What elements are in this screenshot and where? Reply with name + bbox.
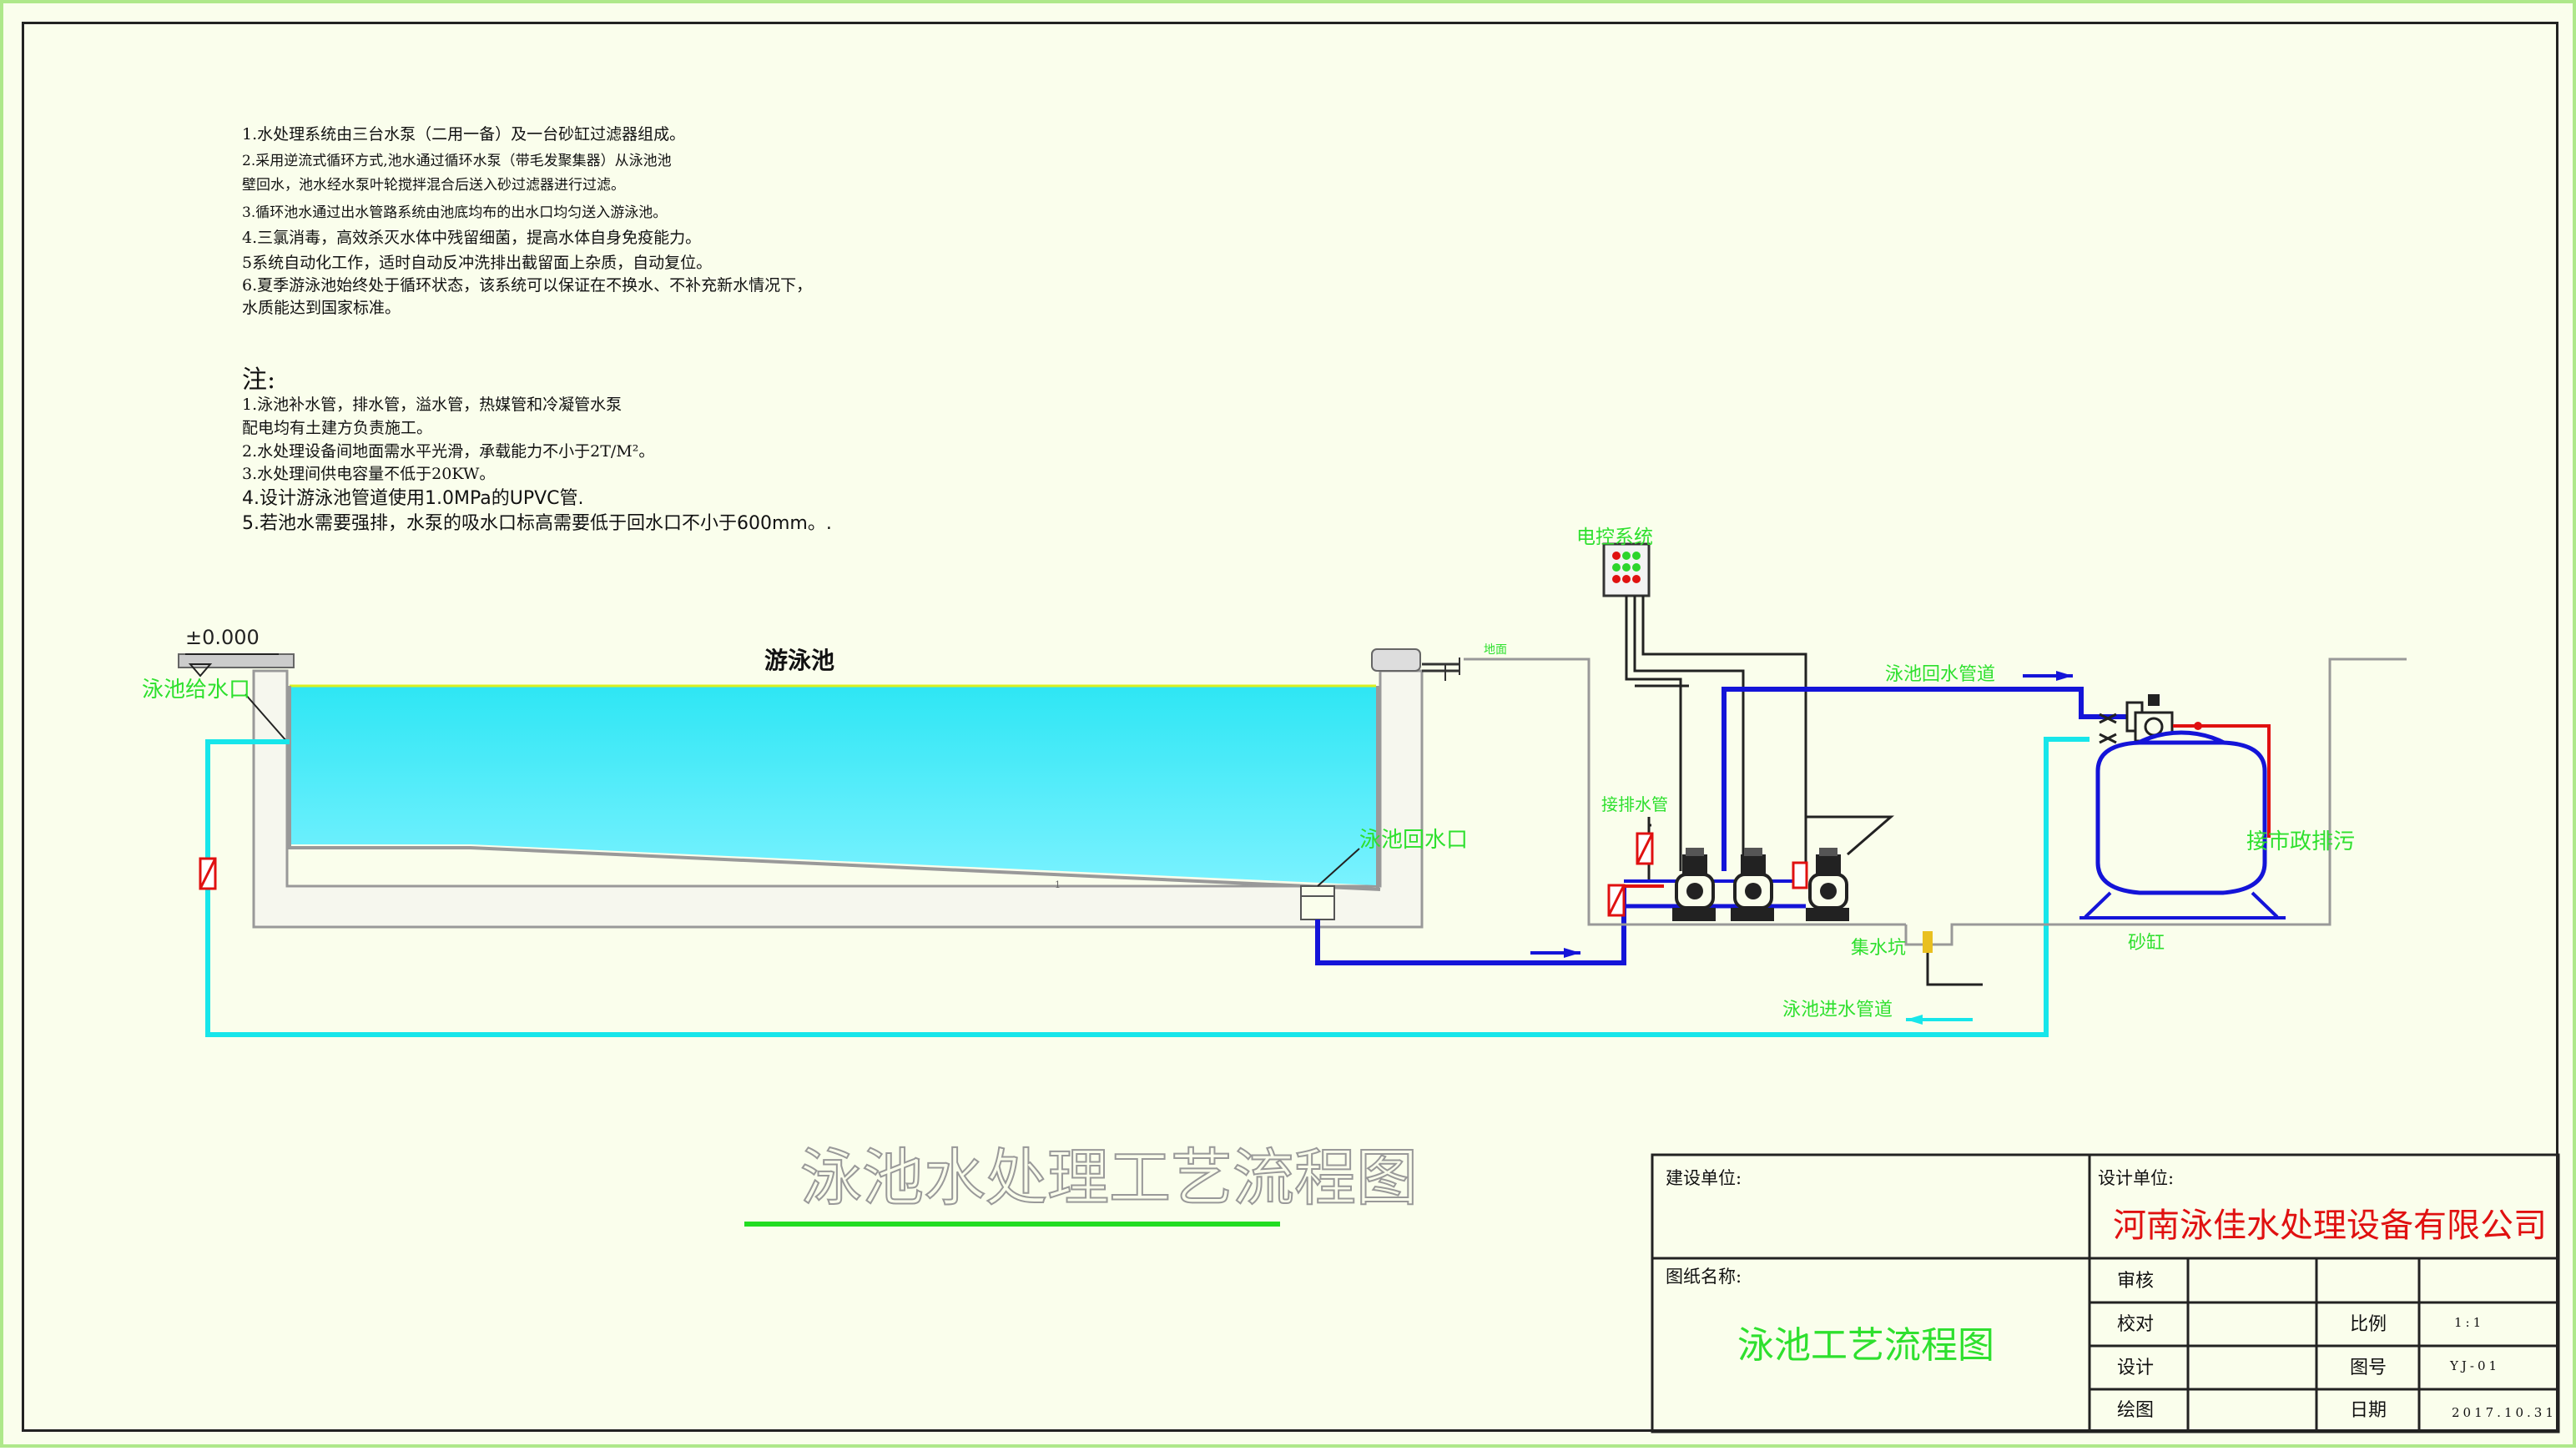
- inlet-label: 泳池给水口: [142, 678, 251, 703]
- description-line-4: 3.循环池水通过出水管路系统由池底均布的出水口均匀送入游泳池。: [242, 204, 668, 221]
- control-cables: [1625, 596, 1807, 871]
- elevation-label: ±0.000: [185, 626, 260, 649]
- date-label: 日期: [2350, 1400, 2387, 1421]
- scale-value: 1:1: [2454, 1315, 2485, 1330]
- design-label: 设计: [2117, 1358, 2155, 1378]
- sewer-pipe: [2173, 724, 2271, 838]
- sump-icon: [1923, 931, 1933, 953]
- description-line-6: 5系统自动化工作，适时自动反冲洗排出截留面上杂质，自动复位。: [242, 254, 713, 272]
- remark-line-5: 4.设计游泳池管道使用1.0MPa的UPVC管.: [242, 488, 584, 509]
- scale-label: 比例: [2350, 1314, 2387, 1335]
- control-box: [1602, 542, 1651, 597]
- supply-pipe-label: 泳池进水管道: [1782, 1000, 1893, 1020]
- remark-line-4: 3.水处理间供电容量不低于20KW。: [242, 465, 496, 483]
- number-label: 图号: [2350, 1358, 2387, 1378]
- remark-line-2: 配电均有土建方负责施工。: [242, 419, 433, 437]
- return-outlet: [1300, 885, 1335, 920]
- number-value: YJ-01: [2450, 1358, 2501, 1373]
- elevation-marker-icon: [188, 663, 213, 678]
- draw-label: 绘图: [2117, 1400, 2155, 1421]
- pool-water: [290, 686, 1376, 885]
- remark-heading: 注:: [242, 365, 276, 395]
- company-name: 河南泳佳水处理设备有限公司: [2113, 1207, 2547, 1245]
- control-label: 电控系统: [1576, 526, 1653, 548]
- ground-label: 地面: [1484, 643, 1507, 657]
- title-block-grid: [1651, 1153, 2560, 1433]
- sand-filter-label: 砂缸: [2128, 933, 2165, 954]
- supply-pipe: [205, 737, 2090, 1037]
- drawing-title: 泳池水处理工艺流程图: [799, 1141, 1419, 1215]
- return-outlet-label: 泳池回水口: [1359, 828, 1469, 853]
- check-label: 校对: [2117, 1314, 2155, 1335]
- remark-line-3: 2.水处理设备间地面需水平光滑，承载能力不小于2T/M²。: [242, 442, 655, 461]
- process-diagram: 1: [178, 542, 2407, 1037]
- date-value: 2017.10.31: [2452, 1405, 2557, 1420]
- description-line-1: 1.水处理系统由三台水泵（二用一备）及一台砂缸过滤器组成。: [242, 125, 686, 144]
- pump-2: [1731, 848, 1774, 921]
- description-line-2: 2.采用逆流式循环方式,池水通过循环水泵（带毛发聚集器）从泳池池: [242, 153, 672, 169]
- pool-label: 游泳池: [764, 647, 835, 674]
- review-label: 审核: [2117, 1271, 2155, 1292]
- client-label: 建设单位:: [1666, 1168, 1742, 1188]
- pump-1: [1672, 848, 1716, 921]
- remark-line-1: 1.泳池补水管，排水管，溢水管，热媒管和冷凝管水泵: [242, 395, 623, 414]
- sand-filter: [2079, 694, 2286, 919]
- pool-coping-right: [1371, 648, 1421, 672]
- return-pipe-high: [1722, 687, 2127, 871]
- pump-3: [1806, 848, 1849, 921]
- drawing-title-underline: [744, 1222, 1280, 1227]
- return-pipe-label: 泳池回水管道: [1885, 664, 1996, 685]
- pump-room: [1464, 657, 2407, 946]
- sump-label: 集水坑: [1851, 938, 1907, 959]
- drawing-name: 泳池工艺流程图: [1737, 1324, 1994, 1367]
- description-line-3: 壁回水，池水经水泵叶轮搅拌混合后送入砂过滤器进行过滤。: [242, 177, 625, 194]
- pump-valve-icon: [1792, 861, 1808, 889]
- drawing-name-label: 图纸名称:: [1666, 1267, 1742, 1287]
- description-line-8: 水质能达到国家标准。: [242, 299, 401, 317]
- designer-label: 设计单位:: [2098, 1168, 2175, 1188]
- description-line-7: 6.夏季游泳池始终处于循环状态，该系统可以保证在不换水、不补充新水情况下，: [242, 276, 813, 295]
- floor-tick-mark: 1: [1055, 879, 1061, 890]
- drawing-frame: [22, 22, 2558, 1432]
- remark-line-6: 5.若池水需要强排，水泵的吸水口标高需要低于回水口不小于600mm。.: [242, 513, 832, 534]
- description-line-5: 4.三氯消毒，高效杀灭水体中残留细菌，提高水体自身免疫能力。: [242, 229, 702, 247]
- drain-pipe-label: 接排水管: [1601, 794, 1668, 814]
- sewer-label: 接市政排污: [2246, 829, 2356, 854]
